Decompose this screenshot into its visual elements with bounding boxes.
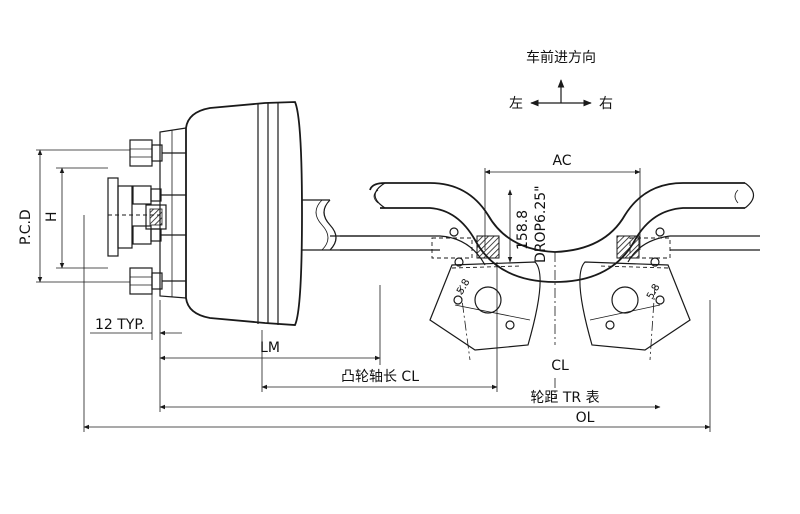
center-line: CL [551, 252, 569, 398]
ol-dimension: OL [83, 410, 711, 430]
cam-brackets: 5.8 5.8 [429, 261, 691, 361]
cam-length-dimension: 凸轮轴长 CL [261, 369, 498, 390]
left-label: 左 [509, 96, 523, 112]
svg-text:5.8: 5.8 [455, 277, 472, 296]
track-dimension: 轮距 TR 表 [159, 390, 661, 410]
dim-158-label: 158.8 [515, 210, 531, 250]
ac-dimension: AC [484, 153, 641, 250]
h-dimension: H [44, 167, 108, 269]
wheel-studs [107, 139, 186, 295]
axle-beam [330, 182, 760, 283]
drop-dimension: 158.8 DROP6.25" [507, 185, 549, 263]
typ-label: 12 TYP. [95, 317, 145, 333]
pcd-dimension: P.C.D [18, 149, 130, 283]
direction-title: 车前进方向 [526, 49, 596, 66]
cl-label: CL [551, 358, 569, 374]
ol-label: OL [576, 410, 595, 426]
right-label: 右 [599, 96, 613, 112]
typ-dimension: 12 TYP. [90, 317, 182, 336]
brake-drum [159, 101, 337, 326]
pcd-label: P.C.D [18, 209, 34, 245]
track-label: 轮距 TR 表 [530, 390, 599, 406]
direction-indicator: 车前进方向 左 右 [509, 49, 613, 112]
h-label: H [44, 211, 60, 222]
lm-dimension: LM [159, 340, 381, 361]
drop-label: DROP6.25" [533, 185, 549, 263]
svg-text:5.8: 5.8 [645, 282, 662, 301]
cam-length-label: 凸轮轴长 CL [341, 369, 419, 385]
lm-label: LM [260, 340, 280, 356]
ac-label: AC [552, 153, 571, 169]
